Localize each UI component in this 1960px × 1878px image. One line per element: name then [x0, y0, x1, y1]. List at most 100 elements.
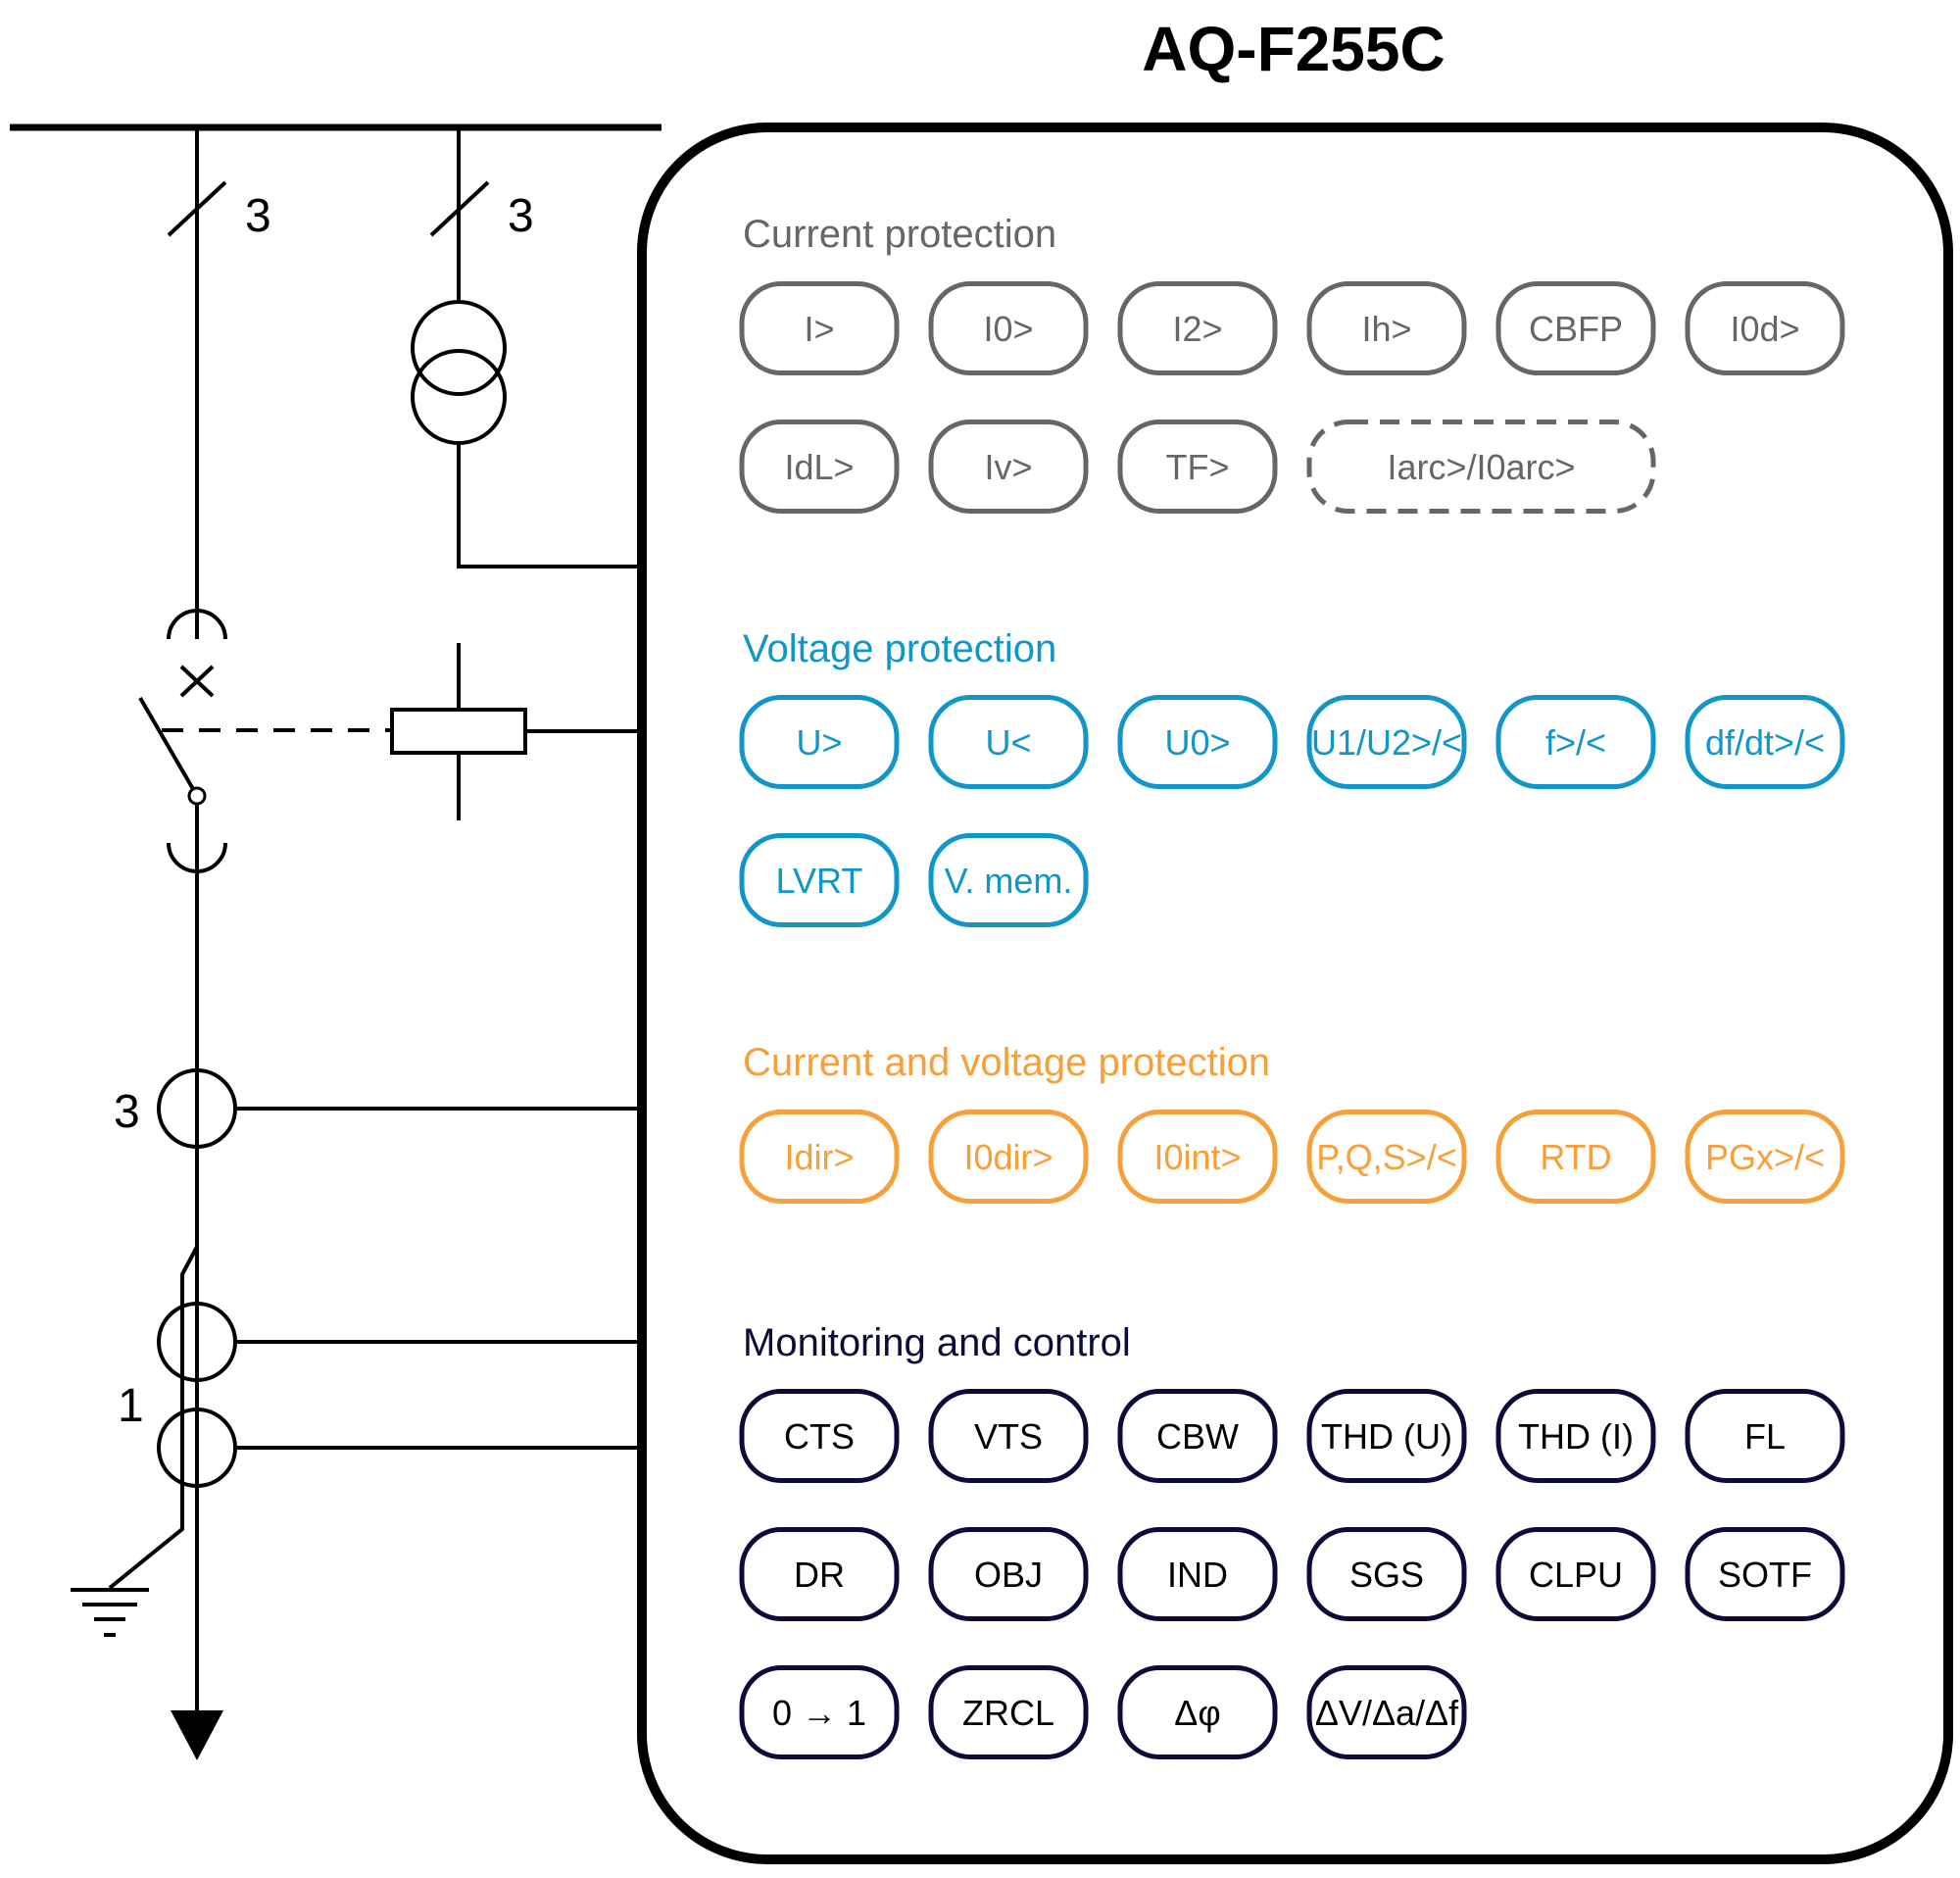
function-badge-sotf: SOTF: [1685, 1527, 1845, 1621]
function-label: SGS: [1349, 1555, 1424, 1595]
function-badge-frame: [739, 1110, 900, 1204]
function-label: I0d>: [1730, 309, 1799, 349]
function-badge-v-mem: V. mem.: [928, 833, 1089, 927]
function-badge-frame: [739, 420, 900, 514]
function-label: CBFP: [1529, 309, 1623, 349]
function-badge-u: U>: [739, 695, 900, 789]
function-badge-frame: [1495, 281, 1656, 375]
function-badge-fl: FL: [1685, 1389, 1845, 1483]
function-badge-cbfp: CBFP: [1495, 281, 1656, 375]
function-badge-cts: CTS: [739, 1389, 900, 1483]
function-badge-f: f>/<: [1495, 695, 1656, 789]
function-label: I>: [804, 309, 834, 349]
section-heading-current: Current protection: [743, 213, 1056, 256]
section-heading-current-voltage: Current and voltage protection: [743, 1041, 1270, 1084]
function-badge-frame: [1306, 1665, 1467, 1759]
function-label: Δφ: [1174, 1693, 1220, 1733]
function-badge-frame: [1117, 695, 1278, 789]
function-label: I0int>: [1153, 1137, 1241, 1177]
function-badge-vts: VTS: [928, 1389, 1089, 1483]
function-badge-iarc-i0arc: Iarc>/I0arc>: [1306, 420, 1656, 514]
voltage-transformer-icon: [411, 300, 507, 445]
function-badge-df-dt: df/dt>/<: [1685, 695, 1845, 789]
function-label: U<: [985, 722, 1031, 763]
circuit-breaker-icon: [138, 608, 227, 873]
function-badge-idl: IdL>: [739, 420, 900, 514]
three-phase-slash-right: [429, 180, 490, 237]
function-badge-frame: [928, 1527, 1089, 1621]
function-label: Iv>: [984, 447, 1032, 487]
function-badge-lvrt: LVRT: [739, 833, 900, 927]
function-badge-pgx: PGx>/<: [1685, 1110, 1845, 1204]
function-badge-frame: [739, 695, 900, 789]
function-label: CLPU: [1529, 1555, 1623, 1595]
cable-shield-ground: [108, 1246, 199, 1590]
function-label: LVRT: [776, 861, 863, 901]
function-label: OBJ: [974, 1555, 1043, 1595]
function-label: CTS: [784, 1416, 855, 1457]
function-badge-cbw: CBW: [1117, 1389, 1278, 1483]
function-badge-frame: [739, 1527, 900, 1621]
function-badge-frame: [739, 281, 900, 375]
function-label: df/dt>/<: [1705, 722, 1825, 763]
three-phase-slash-left: [167, 180, 227, 237]
function-label: U1/U2>/<: [1311, 722, 1462, 763]
function-badge-frame: [1685, 1110, 1845, 1204]
function-label: FL: [1744, 1416, 1786, 1457]
function-badge-p-q-s: P,Q,S>/<: [1306, 1110, 1467, 1204]
function-label: I0dir>: [963, 1137, 1053, 1177]
function-badge-i2: I2>: [1117, 281, 1278, 375]
function-label: IND: [1167, 1555, 1228, 1595]
trip-coil-icon: [390, 643, 527, 820]
function-label: Ih>: [1361, 309, 1411, 349]
function-label: SOTF: [1718, 1555, 1812, 1595]
function-badge-frame: [1495, 695, 1656, 789]
function-badge-tf: TF>: [1117, 420, 1278, 514]
section-heading-monitoring: Monitoring and control: [743, 1321, 1131, 1364]
function-badge-fn-3-2-2: Δφ: [1117, 1665, 1278, 1759]
function-badge-i0int: I0int>: [1117, 1110, 1278, 1204]
function-badge-u0: U0>: [1117, 695, 1278, 789]
function-badge-frame: [928, 281, 1089, 375]
function-label: ZRCL: [962, 1693, 1054, 1733]
function-badge-thd-u: THD (U): [1306, 1389, 1467, 1483]
function-label: VTS: [974, 1416, 1043, 1457]
function-badge-clpu: CLPU: [1495, 1527, 1656, 1621]
function-label: CBW: [1156, 1416, 1239, 1457]
function-badge-zrcl: ZRCL: [928, 1665, 1089, 1759]
function-badge-frame: [1306, 695, 1467, 789]
function-badge-frame: [1117, 1389, 1278, 1483]
label-three-phase-right: 3: [508, 190, 534, 242]
function-badge-frame: [1685, 1527, 1845, 1621]
function-badge-frame: [1306, 1110, 1467, 1204]
function-badge-frame: [1117, 1527, 1278, 1621]
function-badge-i0: I0>: [928, 281, 1089, 375]
function-badge-frame: [1117, 420, 1278, 514]
function-label: Idir>: [784, 1137, 854, 1177]
function-badge-frame: [928, 1389, 1089, 1483]
function-badge-frame: [1306, 281, 1467, 375]
function-badge-idir: Idir>: [739, 1110, 900, 1204]
function-label: Iarc>/I0arc>: [1387, 447, 1575, 487]
function-badge-ih: Ih>: [1306, 281, 1467, 375]
function-badge-frame: [739, 1389, 900, 1483]
function-label: THD (I): [1518, 1416, 1634, 1457]
function-badge-frame: [739, 833, 900, 927]
function-badge-frame: [1117, 1665, 1278, 1759]
function-label: I0>: [983, 309, 1033, 349]
function-badge-frame: [1495, 1527, 1656, 1621]
function-badge-frame: [928, 1110, 1089, 1204]
function-badge-iv: Iv>: [928, 420, 1089, 514]
ground-icon: [71, 1588, 149, 1637]
function-badge-frame: [928, 695, 1089, 789]
function-badge-i0dir: I0dir>: [928, 1110, 1089, 1204]
function-label: V. mem.: [945, 861, 1073, 901]
function-label: ΔV/Δa/Δf: [1315, 1693, 1459, 1733]
function-badge-i0d: I0d>: [1685, 281, 1845, 375]
function-label: f>/<: [1545, 722, 1606, 763]
function-label: PGx>/<: [1705, 1137, 1825, 1177]
vt-wire: [457, 443, 642, 568]
function-badge-frame: [739, 1665, 900, 1759]
label-residual-ct: 1: [118, 1380, 144, 1432]
